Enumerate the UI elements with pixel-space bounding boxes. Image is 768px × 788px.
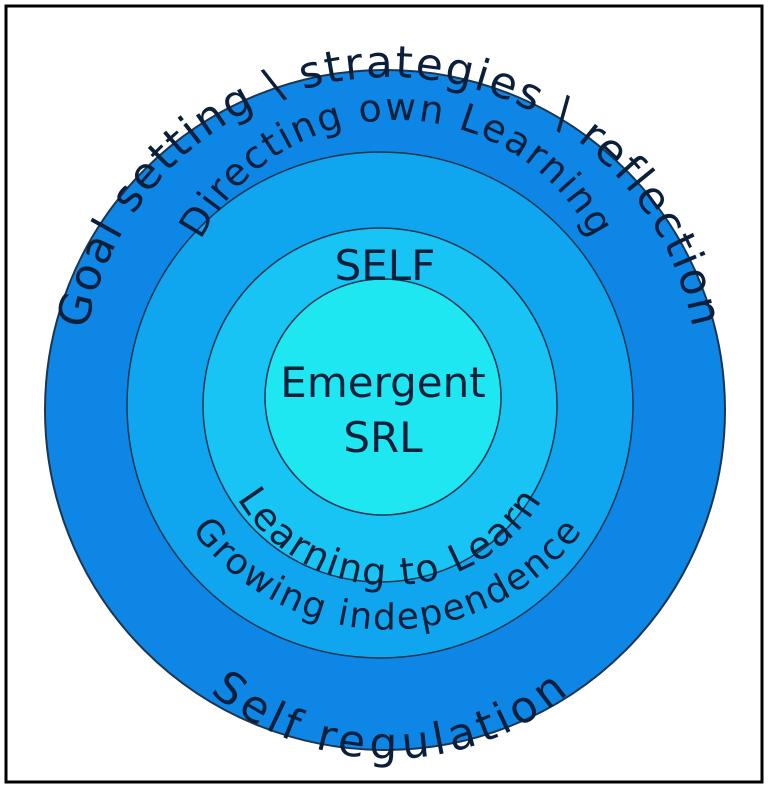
third-ring-top-label: SELF xyxy=(335,241,436,290)
ring-second-outline xyxy=(126,151,634,659)
ring-outer-outline xyxy=(44,69,726,751)
core-circle xyxy=(265,279,501,515)
core-circle-outline xyxy=(264,278,502,516)
core-label-line1: Emergent xyxy=(280,358,485,407)
ring-third-outline xyxy=(202,227,558,583)
core-label-line2: SRL xyxy=(343,413,423,462)
